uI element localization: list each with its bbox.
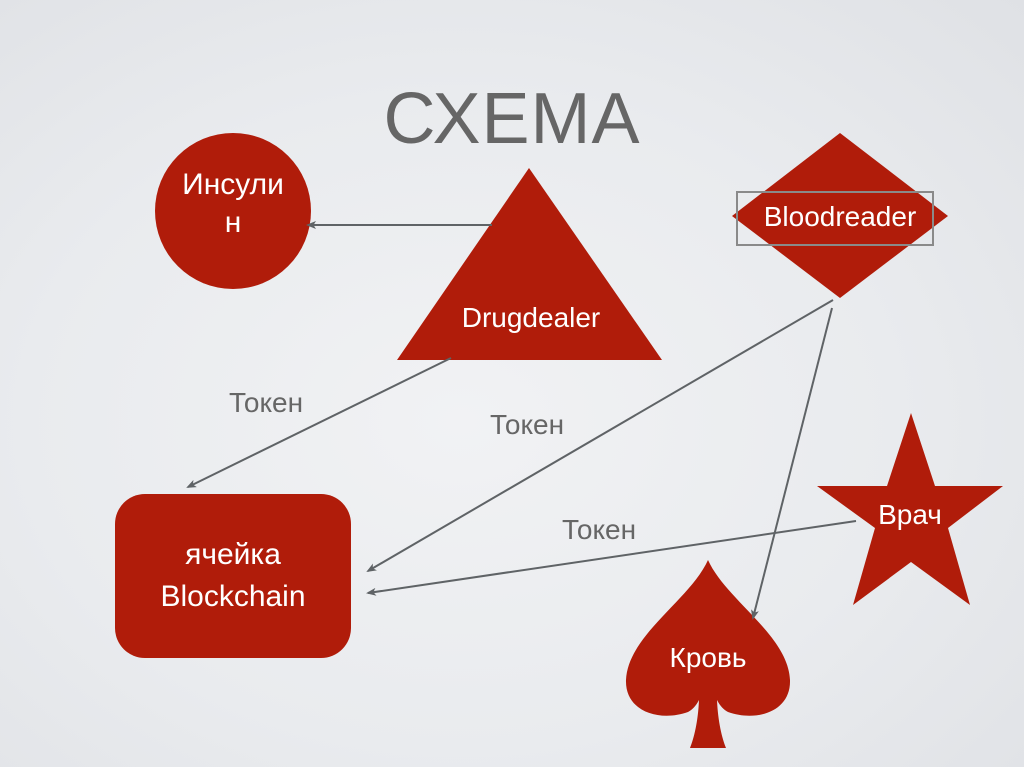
blood-node-label: Кровь [669, 642, 747, 673]
arrow-bloodreader-to-blockchain[interactable] [366, 299, 834, 573]
blockchain-label-line1: ячейка [185, 538, 281, 571]
doctor-node-label: Врач [878, 499, 942, 530]
insulin-node-label: Инсули н [160, 166, 306, 243]
edge-label-doctor-blockchain: Токен [562, 514, 637, 545]
bloodreader-selection-box [736, 191, 934, 246]
insulin-label-line1: Инсули [182, 168, 284, 201]
edge-label-bloodreader-blockchain: Токен [490, 409, 565, 440]
arrow-drugdealer-to-blockchain[interactable] [186, 357, 452, 488]
bloodreader-node-label: Bloodreader [763, 201, 917, 232]
insulin-label-line2: н [224, 206, 242, 240]
blockchain-label-line2: Blockchain [160, 580, 306, 613]
edge-label-drugdealer-blockchain: Токен [229, 387, 304, 418]
blockchain-node-label: ячейка Blockchain [115, 534, 351, 618]
drugdealer-node-label: Drugdealer [461, 302, 601, 333]
bloodreader-node-shape[interactable] [732, 133, 948, 298]
blood-node-shape[interactable] [625, 560, 791, 748]
insulin-node-shape[interactable] [155, 133, 311, 289]
arrow-bloodreader-to-blood[interactable] [751, 307, 833, 620]
blockchain-node-shape[interactable] [115, 494, 351, 658]
drugdealer-node-shape[interactable] [397, 168, 662, 360]
doctor-node-shape[interactable] [817, 413, 1003, 605]
slide-title: СХЕМА [383, 79, 641, 159]
